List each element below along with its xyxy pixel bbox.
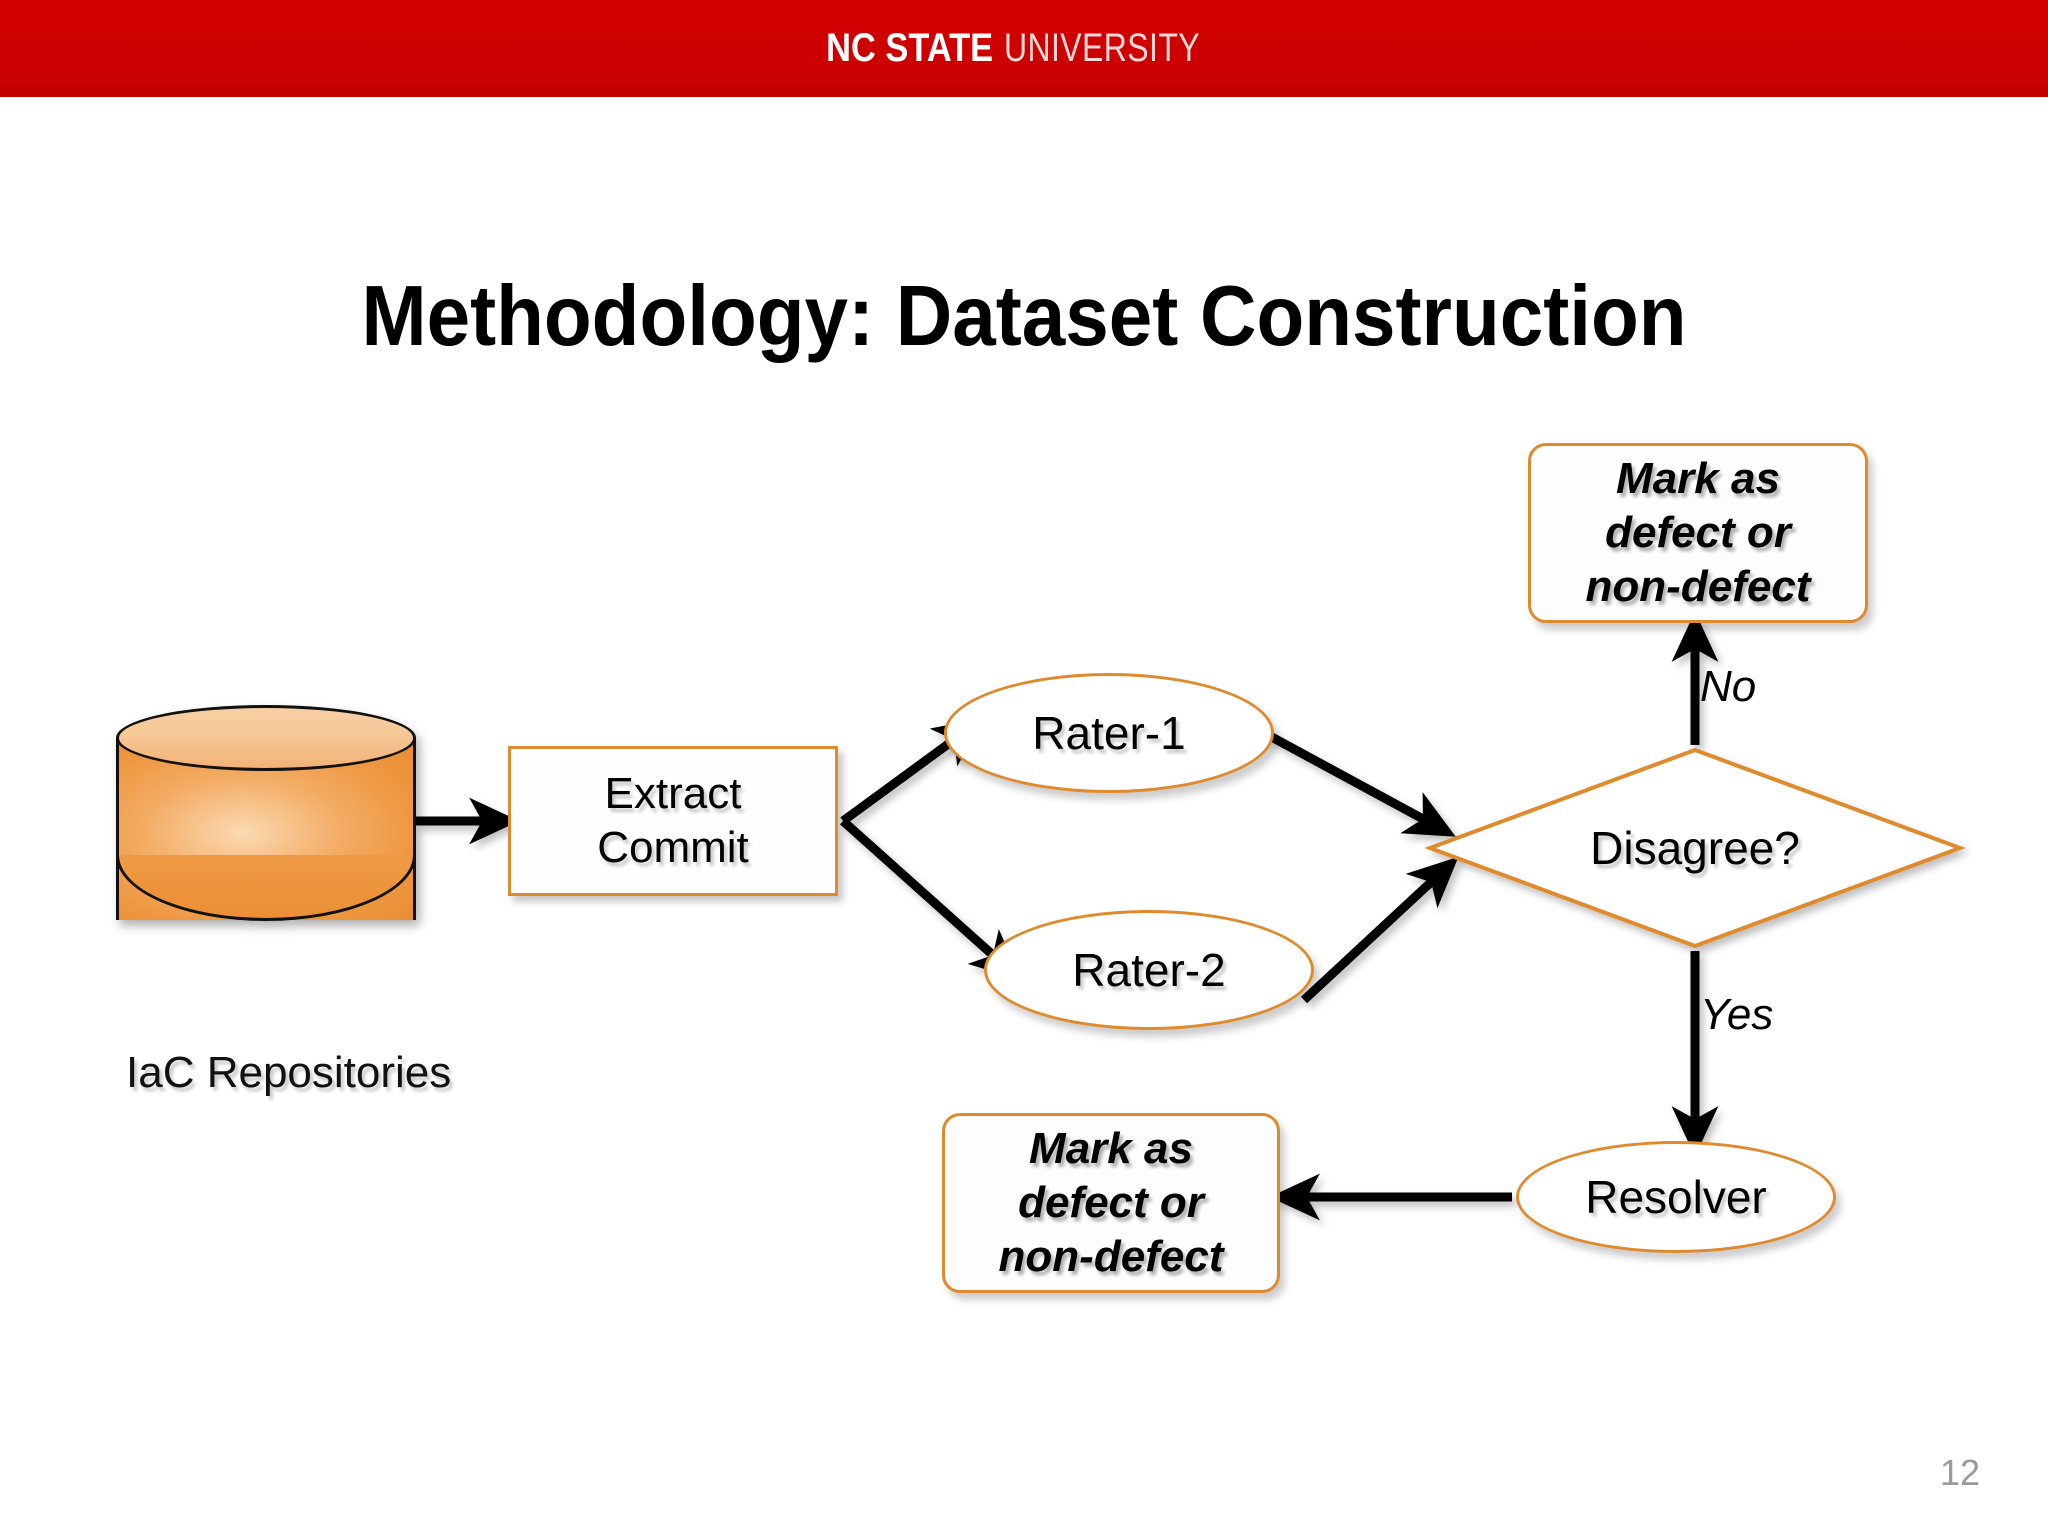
database-caption: IaC Repositories xyxy=(126,1048,452,1097)
brand-name-light: UNIVERSITY xyxy=(1003,26,1200,70)
mark-top-line-2: defect or xyxy=(1605,508,1791,558)
disagree-decision-node: Disagree? xyxy=(1430,748,1960,948)
mark-top-line-1: Mark as xyxy=(1616,454,1780,504)
rater-1-label: Rater-1 xyxy=(1032,707,1186,759)
rater-2-label: Rater-2 xyxy=(1072,944,1226,996)
mark-top-line-3: non-defect xyxy=(1585,561,1811,611)
rater-1-node: Rater-1 xyxy=(944,673,1274,793)
header-bar: NC STATE UNIVERSITY xyxy=(0,0,2048,97)
cylinder-top-ellipse xyxy=(116,705,416,771)
edge-label-yes: Yes xyxy=(1700,990,1774,1039)
arrow-rater2-to-disagree xyxy=(1300,856,1459,1004)
extract-commit-line-2: Commit xyxy=(597,823,749,872)
extract-commit-line-1: Extract xyxy=(604,769,742,819)
rater-2-node: Rater-2 xyxy=(984,910,1314,1030)
nc-state-wordmark: NC STATE UNIVERSITY xyxy=(0,0,2048,97)
iac-repositories-database-icon xyxy=(116,705,416,953)
extract-commit-node: Extract Commit xyxy=(508,746,838,896)
edge-label-no: No xyxy=(1700,662,1757,711)
mark-bottom-line-2: defect or xyxy=(1018,1178,1204,1228)
resolver-node: Resolver xyxy=(1516,1141,1836,1253)
disagree-label: Disagree? xyxy=(1590,822,1800,874)
mark-bottom-line-3: non-defect xyxy=(998,1231,1224,1281)
mark-as-defect-node-top: Mark as defect or non-defect xyxy=(1528,443,1868,623)
mark-as-defect-node-bottom: Mark as defect or non-defect xyxy=(942,1113,1280,1293)
arrow-rater1-to-disagree xyxy=(1265,731,1456,837)
page-title: Methodology: Dataset Construction xyxy=(361,269,1687,364)
brand-name-strong: NC STATE xyxy=(826,26,994,70)
resolver-label: Resolver xyxy=(1585,1171,1767,1223)
slide-page-number: 12 xyxy=(1939,1452,1980,1493)
arrow-extract-to-rater2 xyxy=(840,817,1021,980)
mark-bottom-line-1: Mark as xyxy=(1029,1124,1193,1174)
